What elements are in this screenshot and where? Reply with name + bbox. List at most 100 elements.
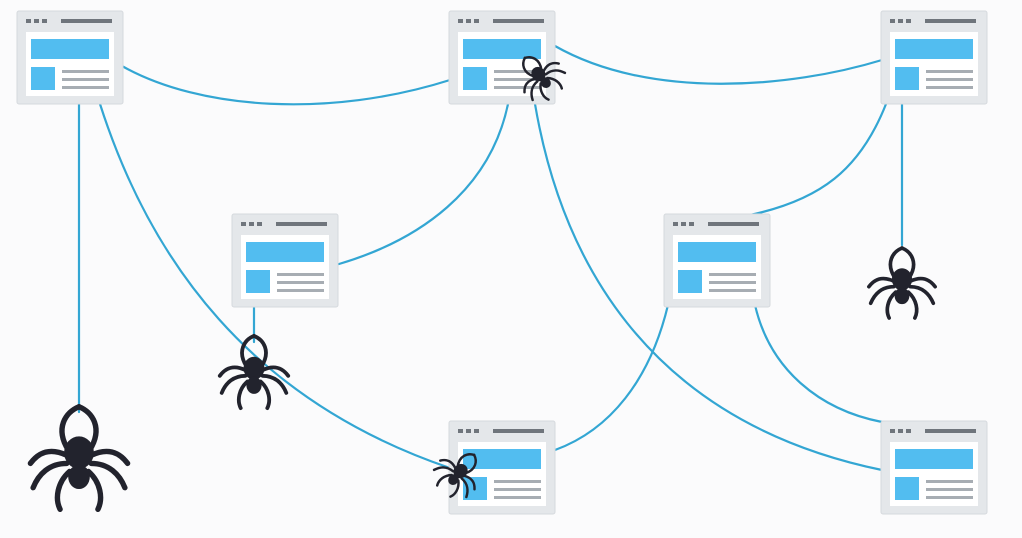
spider-leg (30, 460, 70, 491)
spider-leg (88, 460, 128, 491)
title-bar (61, 19, 112, 23)
page-bottom-right (880, 420, 988, 515)
text-line (926, 70, 973, 73)
link-top-center-to-bottom-right (533, 102, 884, 472)
text-line (926, 480, 973, 483)
spider-leg (252, 333, 268, 369)
spider-hanging-right (867, 246, 937, 320)
text-line (494, 496, 541, 499)
spider-leg (544, 69, 567, 76)
page-banner (463, 39, 541, 59)
page-top-left (16, 10, 124, 105)
webpage-nodes (16, 10, 988, 515)
page-banner (31, 39, 109, 59)
spider-abdomen (891, 268, 913, 291)
window-dot (26, 19, 31, 23)
spider-leg (260, 365, 291, 378)
link-middle-right-to-bottom-center (553, 303, 670, 452)
spider-leg (449, 479, 460, 498)
spider-leg (523, 77, 537, 94)
title-bar (276, 222, 327, 226)
link-top-right-to-middle-right (748, 102, 888, 217)
text-line (277, 289, 324, 292)
window-dot (249, 222, 254, 226)
spider-leg (539, 82, 550, 101)
spider-leg (236, 379, 250, 411)
spider-abdomen (243, 356, 265, 380)
window-dot (466, 19, 471, 23)
page-banner (895, 39, 973, 59)
window-dot (466, 429, 471, 433)
spider-leg (260, 373, 289, 395)
window-dot (673, 222, 678, 226)
text-line (494, 70, 541, 73)
text-line (277, 273, 324, 276)
spider-leg (258, 379, 272, 411)
spider-crawlers (27, 56, 937, 513)
window-dot (474, 429, 479, 433)
page-middle-right (663, 213, 771, 308)
spider-abdomen (64, 436, 94, 469)
page-banner (246, 242, 324, 262)
spider-icon (27, 403, 131, 513)
page-image (31, 67, 55, 90)
spider-leg (85, 468, 104, 513)
window-dot (34, 19, 39, 23)
window-dot (681, 222, 686, 226)
text-line (494, 488, 541, 491)
spider-leg (900, 246, 916, 280)
spider-icon (522, 56, 567, 102)
page-middle-left (231, 213, 339, 308)
spider-leg (88, 448, 131, 467)
text-line (926, 496, 973, 499)
spider-leg (54, 468, 73, 513)
window-dot (42, 19, 47, 23)
text-line (709, 289, 756, 292)
spider-top-center (522, 56, 567, 102)
page-top-right (880, 10, 988, 105)
spider-head (540, 77, 551, 88)
spider-leg (219, 373, 248, 395)
spider-leg (435, 473, 453, 487)
window-dot (474, 19, 479, 23)
spider-leg (546, 76, 564, 90)
link-top-center-to-middle-left (337, 102, 510, 266)
title-bar (493, 429, 544, 433)
window-dot (689, 222, 694, 226)
window-dot (906, 19, 911, 23)
window-dot (241, 222, 246, 226)
spider-leg (908, 284, 936, 306)
spider-bottom-center (432, 453, 477, 499)
text-line (494, 86, 541, 89)
page-image (895, 67, 919, 90)
spider-head (68, 464, 90, 490)
spider-icon (432, 453, 477, 499)
text-line (926, 86, 973, 89)
spider-leg (885, 290, 898, 320)
page-banner (678, 242, 756, 262)
title-bar (925, 429, 976, 433)
spider-leg (462, 474, 476, 491)
window-dot (898, 429, 903, 433)
spider-head (894, 287, 910, 305)
spider-leg (530, 80, 539, 102)
text-line (494, 78, 541, 81)
title-bar (493, 19, 544, 23)
page-banner (463, 449, 541, 469)
spider-leg (868, 284, 896, 306)
spider-leg (432, 466, 455, 473)
spider-leg (59, 403, 82, 453)
text-line (926, 78, 973, 81)
page-banner (895, 449, 973, 469)
link-top-left-to-bottom-center (98, 102, 452, 470)
text-line (62, 70, 109, 73)
spider-on-thread (217, 333, 291, 411)
window-dot (906, 429, 911, 433)
spider-leg (888, 246, 904, 280)
spider-leg (867, 276, 896, 289)
text-line (62, 86, 109, 89)
spider-leg (908, 276, 937, 289)
spider-leg (463, 453, 477, 475)
